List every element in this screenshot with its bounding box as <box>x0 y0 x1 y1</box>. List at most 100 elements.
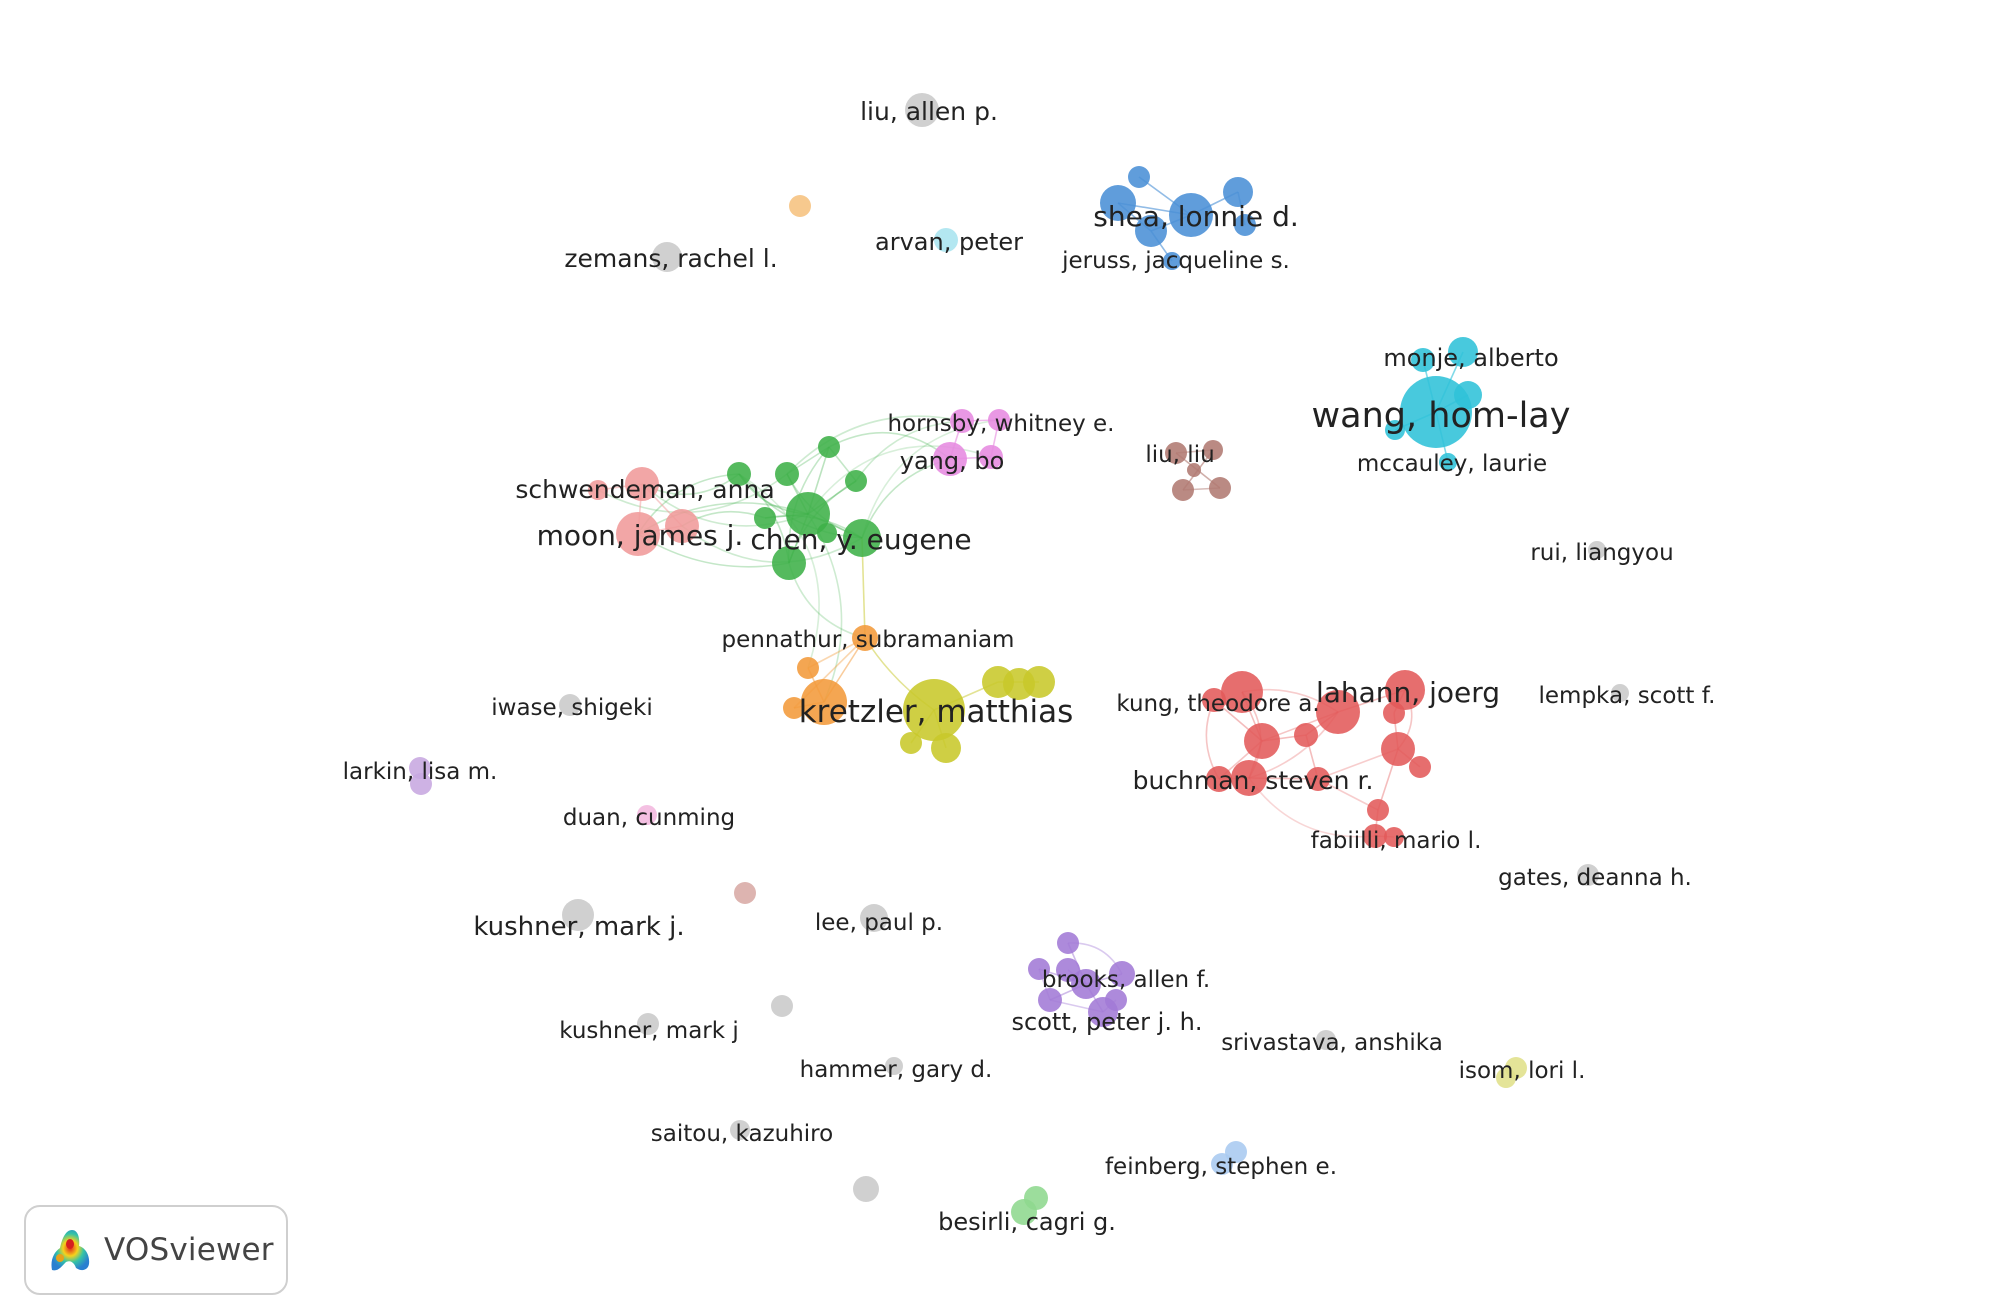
network-node-gray[interactable] <box>853 1176 879 1202</box>
network-node-cyan[interactable] <box>1439 453 1457 471</box>
network-node-blue[interactable] <box>1163 252 1181 270</box>
network-node-gray[interactable] <box>1611 684 1629 702</box>
network-node-cyan[interactable] <box>1411 348 1435 372</box>
network-node-lightgreen[interactable] <box>1011 1199 1037 1225</box>
network-node-green[interactable] <box>817 523 837 543</box>
node-label-scott-peter-j-h[interactable]: scott, peter j. h. <box>1012 1008 1203 1036</box>
network-node-brown[interactable] <box>1165 442 1187 464</box>
network-node-purple[interactable] <box>1105 989 1127 1011</box>
network-node-yellow[interactable] <box>900 732 922 754</box>
node-label-kretzler-matthias[interactable]: kretzler, matthias <box>799 694 1074 730</box>
network-node-green[interactable] <box>775 462 799 486</box>
network-node-gray[interactable] <box>652 242 682 272</box>
node-label-gates-deanna-h[interactable]: gates, deanna h. <box>1498 865 1692 891</box>
node-label-moon-james-j[interactable]: moon, james j. <box>537 519 744 552</box>
network-node-gray[interactable] <box>1577 864 1599 886</box>
network-node-red[interactable] <box>1381 732 1415 766</box>
network-node-rosybrown[interactable] <box>734 882 756 904</box>
network-node-green[interactable] <box>843 519 881 557</box>
node-label-feinberg-stephen-e[interactable]: feinberg, stephen e. <box>1105 1154 1337 1180</box>
network-node-cyan[interactable] <box>1448 337 1478 367</box>
network-node-pink[interactable] <box>950 409 974 433</box>
network-node-yellow[interactable] <box>903 679 965 741</box>
network-node-pink[interactable] <box>933 442 967 476</box>
network-node-red[interactable] <box>1385 670 1425 710</box>
node-label-buchman-steven-r[interactable]: buchman, steven r. <box>1133 766 1374 795</box>
network-node-green[interactable] <box>772 546 806 580</box>
network-node-khaki[interactable] <box>1496 1068 1516 1088</box>
network-node-orange[interactable] <box>797 657 819 679</box>
node-label-lahann-joerg[interactable]: lahann, joerg <box>1316 676 1500 709</box>
node-label-srivastava-anshika[interactable]: srivastava, anshika <box>1221 1030 1443 1056</box>
network-node-red[interactable] <box>1316 690 1360 734</box>
network-node-green[interactable] <box>786 492 830 536</box>
network-node-purple[interactable] <box>1038 988 1062 1012</box>
network-node-red[interactable] <box>1202 688 1226 712</box>
node-label-shea-lonnie-d[interactable]: shea, lonnie d. <box>1093 200 1299 233</box>
network-node-red[interactable] <box>1384 827 1404 847</box>
network-node-purple[interactable] <box>1057 932 1079 954</box>
network-node-red[interactable] <box>1294 723 1318 747</box>
node-label-besirli-cagri-g[interactable]: besirli, cagri g. <box>938 1208 1116 1236</box>
node-label-jeruss-jacqueline-s[interactable]: jeruss, jacqueline s. <box>1061 248 1290 274</box>
network-node-salmon[interactable] <box>625 467 659 501</box>
node-label-lee-paul-p[interactable]: lee, paul p. <box>815 910 943 936</box>
network-node-green[interactable] <box>727 462 751 486</box>
network-node-brown[interactable] <box>1209 477 1231 499</box>
network-node-red[interactable] <box>1306 767 1330 791</box>
network-node-cyan[interactable] <box>1454 381 1482 409</box>
node-label-monje-alberto[interactable]: monje, alberto <box>1383 344 1558 372</box>
network-node-gray[interactable] <box>1316 1030 1336 1050</box>
network-node-lightcyan[interactable] <box>934 228 958 252</box>
network-node-blue[interactable] <box>1100 185 1136 221</box>
network-node-gray[interactable] <box>860 904 888 932</box>
node-label-yang-bo[interactable]: yang, bo <box>900 447 1005 475</box>
network-node-purple[interactable] <box>1028 958 1050 980</box>
network-node-yellow[interactable] <box>931 733 961 763</box>
network-node-blue[interactable] <box>1135 215 1167 247</box>
node-label-schwendeman-anna[interactable]: schwendeman, anna <box>515 475 774 504</box>
network-node-blue[interactable] <box>1128 166 1150 188</box>
network-node-gray[interactable] <box>885 1057 903 1075</box>
network-node-red[interactable] <box>1363 824 1387 848</box>
node-label-fabiilli-mario-l[interactable]: fabiilli, mario l. <box>1311 828 1482 854</box>
network-node-salmon[interactable] <box>588 480 608 500</box>
network-node-gray[interactable] <box>637 1013 659 1035</box>
network-node-yellow[interactable] <box>1023 666 1055 698</box>
node-label-zemans-rachel-l[interactable]: zemans, rachel l. <box>564 244 777 273</box>
network-node-brown[interactable] <box>1172 479 1194 501</box>
network-node-orange[interactable] <box>801 679 847 725</box>
node-label-liu-liu[interactable]: liu, liu <box>1145 442 1214 468</box>
node-label-mccauley-laurie[interactable]: mccauley, laurie <box>1357 451 1547 477</box>
network-node-orange[interactable] <box>783 697 805 719</box>
node-label-kushner-mark-j[interactable]: kushner, mark j <box>559 1018 739 1044</box>
node-label-larkin-lisa-m[interactable]: larkin, lisa m. <box>343 759 498 785</box>
network-node-gray[interactable] <box>730 1120 750 1140</box>
network-node-cyan[interactable] <box>1385 420 1405 440</box>
node-label-wang-hom-lay[interactable]: wang, hom-lay <box>1312 396 1571 436</box>
node-label-liu-allen-p[interactable]: liu, allen p. <box>860 97 998 126</box>
network-node-orange[interactable] <box>852 625 878 651</box>
network-node-salmon[interactable] <box>616 512 660 556</box>
network-node-red[interactable] <box>1221 671 1263 713</box>
network-node-gray[interactable] <box>559 694 581 716</box>
network-node-lavender[interactable] <box>410 773 432 795</box>
network-node-gray[interactable] <box>771 995 793 1017</box>
node-label-pennathur-subramaniam[interactable]: pennathur, subramaniam <box>722 627 1015 653</box>
vosviewer-badge[interactable]: VOSviewer <box>24 1205 288 1295</box>
network-node-green[interactable] <box>818 436 840 458</box>
network-node-blue[interactable] <box>1234 214 1256 236</box>
network-node-purple[interactable] <box>1071 969 1101 999</box>
network-node-peach[interactable] <box>789 195 811 217</box>
network-node-purple[interactable] <box>1109 961 1135 987</box>
network-node-blue[interactable] <box>1169 193 1213 237</box>
network-node-red[interactable] <box>1206 766 1232 792</box>
network-node-red[interactable] <box>1409 756 1431 778</box>
network-node-blue[interactable] <box>1223 177 1253 207</box>
node-label-rui-liangyou[interactable]: rui, liangyou <box>1530 540 1673 566</box>
network-node-lightpink[interactable] <box>637 805 657 825</box>
node-label-duan-cunming[interactable]: duan, cunming <box>563 805 735 831</box>
node-label-kushner-mark-j-dot[interactable]: kushner, mark j. <box>473 912 684 942</box>
network-node-gray[interactable] <box>1588 541 1606 559</box>
